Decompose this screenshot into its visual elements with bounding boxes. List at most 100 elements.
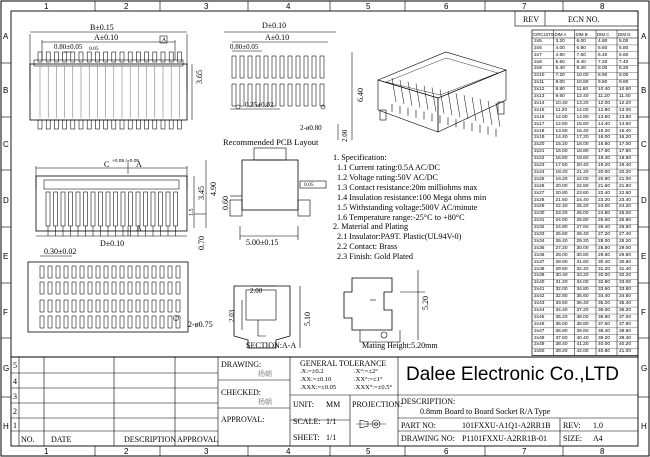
dimension-table-cell: 16.00 xyxy=(598,135,611,141)
dimension-table-cell: 38.80 xyxy=(576,321,589,327)
dim-height-label: 3.65 xyxy=(195,70,204,84)
tolerance-angle-2: .XX°:=±1° xyxy=(354,376,383,383)
dimension-table-cell: 26.40 xyxy=(598,225,611,231)
dimension-table-header: DIM C xyxy=(597,31,610,37)
dimension-table-cell: 35.20 xyxy=(598,301,611,306)
dimension-table-cell: 26.80 xyxy=(576,218,589,224)
revision-row-number: 5 xyxy=(13,361,17,370)
dimension-table-cell: 28.00 xyxy=(598,238,611,244)
column-number: 2 xyxy=(124,2,129,11)
column-ticks xyxy=(94,1,564,456)
dimension-table-cell: 22.40 xyxy=(555,204,568,210)
dimension-table-cell: 5.60 xyxy=(598,45,608,51)
row-letter: G xyxy=(3,364,10,373)
dimension-table-cell: 37.60 xyxy=(598,321,611,327)
dimension-table-cell: 11.40 xyxy=(619,94,631,99)
dimension-table-cell: 27.20 xyxy=(555,245,568,251)
dimension-table-cell: 38.60 xyxy=(619,328,632,334)
dimension-table-cell: 19.40 xyxy=(619,163,632,168)
dimension-table-circuits-cell: 2x12 xyxy=(534,87,545,93)
dimension-table-cell: 4.80 xyxy=(598,38,608,44)
dimension-table-cell: 8.20 xyxy=(619,66,629,72)
dimension-table-circuits-cell: 2x17 xyxy=(534,121,545,127)
dimension-table-cell: 26.00 xyxy=(576,211,589,217)
dimension-table-cell: 22.00 xyxy=(576,176,589,182)
dimension-table-cell: 34.00 xyxy=(576,280,589,286)
revision-row-number: 1 xyxy=(13,421,17,430)
dimension-table-circuits-cell: 2x50 xyxy=(534,349,545,355)
side-dim-h-label: 0.60 xyxy=(221,196,230,210)
dimension-table-header: DIM D xyxy=(618,31,631,37)
pcb-dim-pad-label: 0.35±0.02 xyxy=(245,101,274,109)
dimension-table-cell: 19.20 xyxy=(598,163,611,168)
ecn-header: ECN NO. xyxy=(568,15,600,24)
dimension-table-cell: 32.00 xyxy=(598,273,611,279)
dimension-table-circuits-cell: 2x16 xyxy=(534,114,545,120)
dimension-table-cell: 41.20 xyxy=(576,342,589,348)
description-value: 0.8mm Board to Board Socket R/A Type xyxy=(420,407,551,416)
dimension-table-cell: 19.60 xyxy=(576,156,589,162)
dimension-table-cell: 34.80 xyxy=(576,287,589,293)
front-dim-h2-label: 4.90 xyxy=(209,182,218,196)
dimension-table-cell: 27.60 xyxy=(576,225,589,231)
dimension-table-cell: 20.20 xyxy=(619,169,632,175)
dimension-table-cell: 40.80 xyxy=(598,349,611,355)
dimension-table-header: DIM B xyxy=(575,31,588,37)
rev-value: 1.0 xyxy=(593,421,603,430)
dimension-table-cell: 32.80 xyxy=(598,280,611,286)
dimension-table-cell: 27.20 xyxy=(598,232,611,237)
dimension-table-circuits-cell: 2x49 xyxy=(534,342,545,348)
front-dim-c-label: C xyxy=(104,160,110,169)
dimension-table-cell: 40.20 xyxy=(619,342,632,348)
dimension-table-circuits-cell: 2x8 xyxy=(534,59,542,65)
dimension-table-circuits-cell: 2x32 xyxy=(534,225,545,231)
dimension-table-cell: 4.80 xyxy=(555,52,565,58)
dimension-table-cell: 41.00 xyxy=(619,349,632,355)
spec-item: 1.4 Insulation resistance:100 Mega ohms … xyxy=(337,193,487,202)
dimension-table-circuits-cell: 2x48 xyxy=(534,335,545,341)
section-view xyxy=(233,285,301,349)
dimension-table-cell: 15.60 xyxy=(576,121,589,127)
dimension-table-cell: 5.60 xyxy=(555,59,565,65)
dimension-table-cell: 38.00 xyxy=(576,314,589,320)
spec-item: 1.3 Contact resistance:20m milliohms max xyxy=(337,183,478,192)
dimension-table-circuits-cell: 2x43 xyxy=(534,301,545,306)
row-ticks xyxy=(1,62,649,398)
part-no-label: PART NO: xyxy=(401,421,436,430)
dimension-table-cell: 8.00 xyxy=(598,66,608,72)
dimension-table-circuits-cell: 2x42 xyxy=(534,294,545,300)
column-number: 8 xyxy=(600,2,605,11)
dimension-table-circuits-cell: 2x10 xyxy=(534,73,545,79)
approval-label: APPROVAL: xyxy=(221,415,265,424)
dimension-table-cell: 18.80 xyxy=(576,149,589,155)
revision-header-approval: APPROVAL xyxy=(177,435,219,444)
dimension-table-circuits-cell: 2x14 xyxy=(534,100,545,106)
row-letter: D xyxy=(641,196,647,205)
dimension-table-cell: 10.60 xyxy=(619,87,632,93)
drawing-no-label: DRAWING NO: xyxy=(401,434,455,443)
dimension-table-cell: 13.00 xyxy=(619,107,632,113)
column-number: 1 xyxy=(44,447,49,456)
revision-header-date: DATE xyxy=(51,435,72,444)
side-dim-w-label: 5.00±0.15 xyxy=(246,238,279,247)
dimension-table-cell: 14.40 xyxy=(598,121,611,127)
dimension-table-cell: 8.80 xyxy=(598,73,608,79)
section-marker-bottom: A xyxy=(136,224,142,233)
column-number: 5 xyxy=(366,447,371,456)
dimension-table-cell: 34.40 xyxy=(555,307,568,313)
dimension-table-cell: 9.20 xyxy=(576,66,586,72)
dimension-table-cell: 16.40 xyxy=(576,128,589,134)
dimension-table-circuits-cell: 2x9 xyxy=(534,66,542,72)
column-number: 3 xyxy=(204,447,209,456)
dimension-table-cell: 12.00 xyxy=(598,100,611,106)
size-label: SIZE: xyxy=(563,434,583,443)
revision-row-number: 2 xyxy=(13,407,17,416)
dimension-table-cell: 14.80 xyxy=(576,114,589,120)
dimension-table-cell: 30.40 xyxy=(555,273,568,279)
dimension-table-cell: 6.40 xyxy=(598,52,608,58)
dimension-table-cell: 23.20 xyxy=(598,197,611,203)
dimension-table-cell: 10.00 xyxy=(576,73,589,79)
dimension-table-circuits-cell: 2x27 xyxy=(534,190,545,196)
